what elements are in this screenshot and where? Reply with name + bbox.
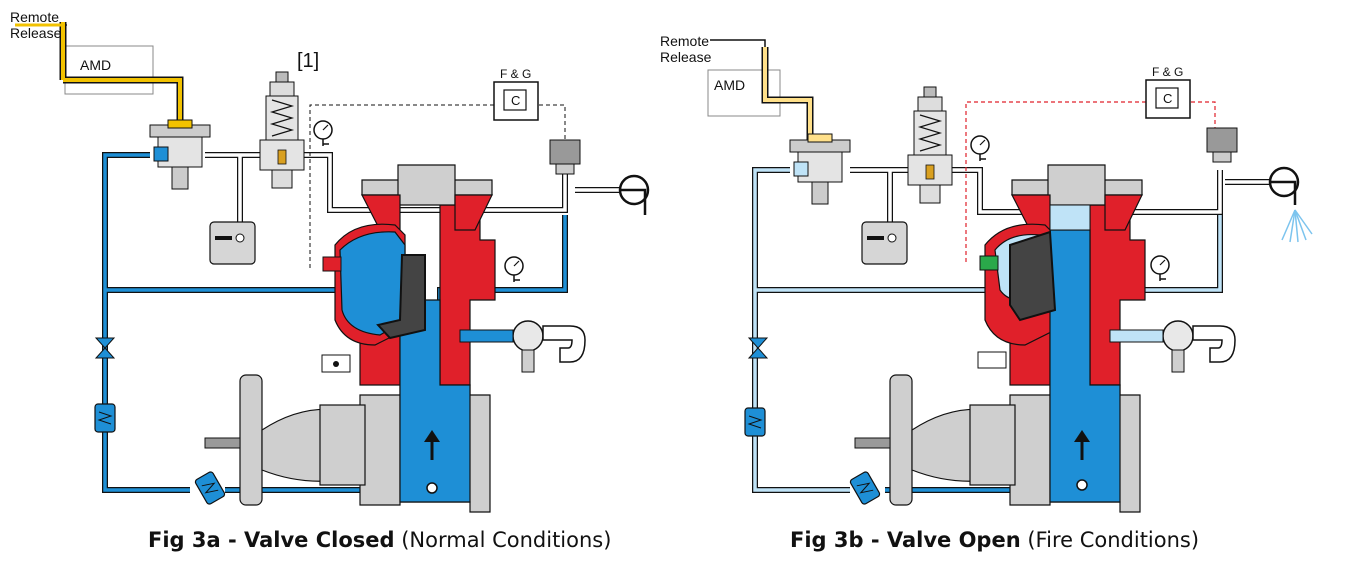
- amd-label: AMD: [80, 57, 111, 73]
- pressure-gauge-icon: [1150, 255, 1170, 282]
- release-label: Release: [10, 25, 62, 41]
- fg-label: F & G: [1152, 65, 1183, 79]
- caption-3a-title: Fig 3a - Valve Closed: [148, 528, 395, 552]
- amd-box: [64, 45, 154, 95]
- caption-3a: Fig 3a - Valve Closed (Normal Conditions…: [148, 528, 611, 552]
- controller-c-label: C: [1163, 91, 1172, 106]
- amd-label: AMD: [714, 77, 745, 93]
- check-valve-icon: [95, 337, 115, 359]
- solenoid-icon: [549, 139, 581, 165]
- remote-label: Remote: [660, 33, 709, 49]
- strainer-icon: [744, 407, 766, 437]
- pressure-gauge-icon: [313, 120, 333, 147]
- remote-label: Remote: [10, 9, 59, 25]
- caption-3b: Fig 3b - Valve Open (Fire Conditions): [790, 528, 1199, 552]
- up-arrow-icon: [424, 430, 440, 460]
- pressure-gauge-icon: [504, 256, 524, 283]
- up-arrow-icon: [1074, 430, 1090, 460]
- pressure-gauge-icon: [970, 135, 990, 162]
- solenoid-icon: [1206, 127, 1238, 153]
- caption-3b-subtitle: (Fire Conditions): [1027, 528, 1200, 552]
- strainer-icon: [848, 470, 882, 506]
- fg-label: F & G: [500, 67, 531, 81]
- controller-c-label: C: [511, 93, 520, 108]
- manual-release-box: [209, 221, 256, 265]
- strainer-icon: [193, 470, 227, 506]
- caption-3b-title: Fig 3b - Valve Open: [790, 528, 1021, 552]
- check-valve-icon: [748, 337, 768, 359]
- figure-3b: [707, 39, 1313, 513]
- marker-label: [1]: [297, 50, 319, 72]
- figure-3a: [15, 22, 650, 513]
- release-label: Release: [660, 49, 712, 65]
- manual-release-box: [861, 221, 908, 265]
- spray-nozzle-icon: [1281, 209, 1313, 243]
- strainer-icon: [94, 403, 116, 433]
- caption-3a-subtitle: (Normal Conditions): [401, 528, 612, 552]
